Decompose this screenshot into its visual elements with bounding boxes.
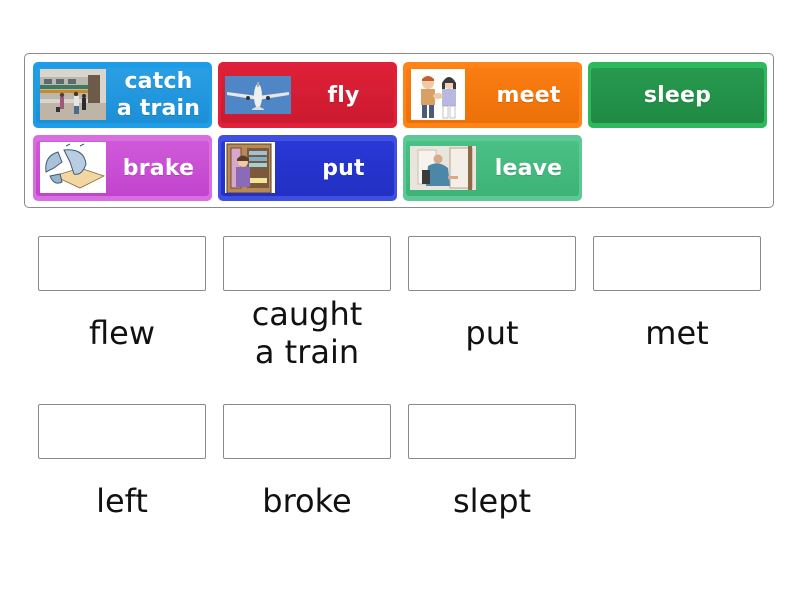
tile-put[interactable]: put <box>218 135 397 201</box>
drop-slot-1[interactable] <box>38 236 206 291</box>
drop-slot-7[interactable] <box>408 404 576 459</box>
target-label-put: put <box>465 314 519 352</box>
tile-fly[interactable]: fly <box>218 62 397 128</box>
target-label-broke: broke <box>262 482 352 520</box>
tile-label: sleep <box>643 82 712 108</box>
tile-label: fly <box>327 82 360 108</box>
drop-slot-4[interactable] <box>593 236 761 291</box>
tile-label: leave <box>494 155 563 181</box>
target-label-left: left <box>96 482 148 520</box>
train-photo-icon <box>40 69 106 120</box>
tile-label: a train <box>116 96 201 121</box>
target-label-met: met <box>645 314 709 352</box>
tile-label: brake <box>122 155 195 181</box>
wardrobe-illustration-icon <box>225 142 275 193</box>
target-label-flew: flew <box>88 314 155 352</box>
tile-sleep[interactable]: sleep <box>588 62 767 128</box>
target-label-slept: slept <box>452 482 532 520</box>
handshake-illustration-icon <box>411 69 465 120</box>
drop-slot-6[interactable] <box>223 404 391 459</box>
tile-meet[interactable]: meet <box>403 62 582 128</box>
drop-slot-2[interactable] <box>223 236 391 291</box>
tile-brake[interactable]: brake <box>33 135 212 201</box>
drop-slot-5[interactable] <box>38 404 206 459</box>
tile-label: meet <box>496 82 561 108</box>
drop-slot-3[interactable] <box>408 236 576 291</box>
tile-leave[interactable]: leave <box>403 135 582 201</box>
tile-label: put <box>322 155 365 181</box>
tile-label: catch <box>124 69 193 94</box>
airplane-photo-icon <box>225 76 291 114</box>
broken-plate-illustration-icon <box>40 142 106 193</box>
man-leaving-photo-icon <box>410 146 476 190</box>
